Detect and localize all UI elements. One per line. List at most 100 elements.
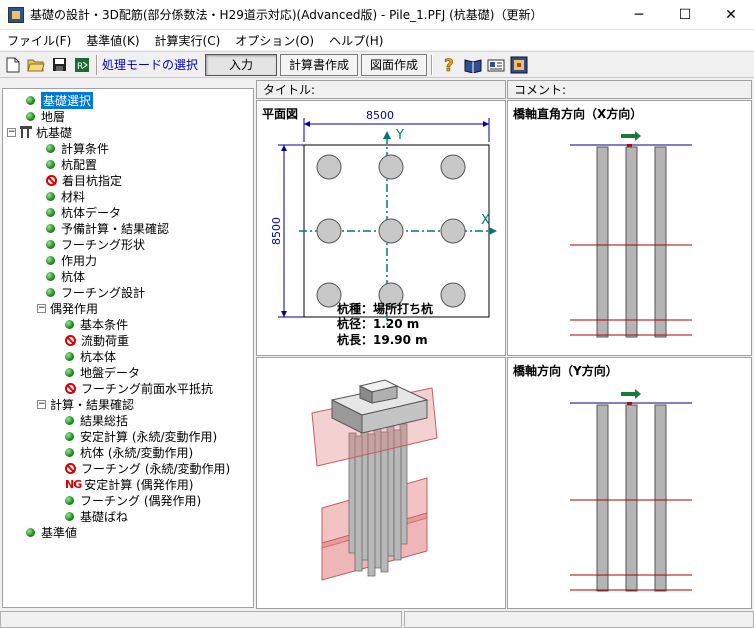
tree-item[interactable]: 杭配置	[46, 156, 97, 172]
tree-item[interactable]: 材料	[46, 188, 85, 204]
tree-item-label: フーチング形状	[61, 237, 146, 252]
pile-foundation-icon	[20, 126, 32, 138]
tree-item[interactable]: 予備計算・結果確認	[46, 220, 169, 236]
tree-item[interactable]: 流動荷重	[65, 332, 129, 348]
status-ok-icon	[26, 111, 35, 121]
load-direction-icon	[621, 131, 641, 141]
minimize-button[interactable]: ─	[634, 7, 644, 23]
status-ok-icon	[65, 447, 74, 457]
pile-circle	[316, 282, 342, 308]
maximize-button[interactable]: ☐	[678, 7, 692, 23]
menu-options[interactable]: オプション(O)	[235, 33, 315, 48]
tree-item[interactable]: 地層	[26, 108, 65, 124]
tree-item-label: 杭本体	[80, 349, 117, 364]
tree-item-label: 偶発作用	[50, 301, 99, 316]
tree-item[interactable]: 安定計算 (永続/変動作用)	[65, 428, 217, 444]
3d-pile	[354, 435, 363, 572]
tree-item[interactable]: フーチング (偶発作用)	[65, 492, 201, 508]
tree-item[interactable]: 杭体	[46, 268, 85, 284]
card-icon[interactable]	[486, 55, 506, 75]
report-mode-button[interactable]: 計算書作成	[280, 53, 359, 76]
tree-panel[interactable]: 基礎選択地層−杭基礎計算条件杭配置着目杭指定材料杭体データ予備計算・結果確認フー…	[2, 88, 254, 608]
tree-item-label: フーチング (偶発作用)	[80, 493, 202, 508]
title-field[interactable]: タイトル:	[256, 80, 506, 99]
status-ok-icon	[65, 495, 74, 505]
tree-item[interactable]: フーチング設計	[46, 284, 145, 300]
x-axis-label: X	[481, 213, 490, 228]
prohibited-icon	[46, 174, 57, 186]
tree-item[interactable]: フーチング (永続/変動作用)	[65, 460, 230, 476]
tree-item[interactable]: 基準値	[26, 524, 77, 540]
tree-item[interactable]: 地盤データ	[65, 364, 140, 380]
footing-front	[361, 399, 428, 434]
comment-field[interactable]: コメント:	[507, 80, 752, 99]
tree-item[interactable]: −偶発作用	[37, 300, 98, 316]
input-mode-button[interactable]: 入力	[205, 53, 278, 76]
elevation-pile	[596, 146, 609, 338]
save-icon[interactable]	[49, 55, 69, 75]
status-ok-icon	[26, 95, 35, 105]
status-ok-icon	[65, 431, 74, 441]
help-icon[interactable]: ?	[440, 55, 460, 75]
x-axis-arrow	[489, 227, 497, 235]
tree-item-label: 安定計算 (永続/変動作用)	[80, 429, 218, 444]
tree-item-label: 基準値	[41, 525, 78, 540]
export-icon[interactable]: R	[72, 55, 92, 75]
menu-help[interactable]: ヘルプ(H)	[329, 33, 384, 48]
tree-item[interactable]: 結果総括	[65, 412, 128, 428]
tree-item[interactable]: 杭体 (永続/変動作用)	[65, 444, 193, 460]
plan-view: 平面図 8500 8500 Y X 杭種：場所打ち杭 杭径：1.20 m 杭長：…	[256, 100, 506, 356]
pile-circle	[378, 218, 404, 244]
book-icon[interactable]	[463, 55, 483, 75]
tree-item[interactable]: 着目杭指定	[46, 172, 122, 188]
tree-item-label: 作用力	[61, 253, 98, 268]
pile-circle	[378, 282, 404, 308]
new-file-icon[interactable]	[3, 55, 23, 75]
tree-item-label: フーチング前面水平抵抗	[81, 381, 214, 396]
tree-item-label: 材料	[61, 189, 86, 204]
tree-item-label: 予備計算・結果確認	[61, 221, 170, 236]
column-front	[371, 385, 398, 404]
open-folder-icon[interactable]	[26, 55, 46, 75]
ng-icon: NG	[65, 477, 82, 491]
tree-item-label: 流動荷重	[81, 333, 130, 348]
menu-calc[interactable]: 計算実行(C)	[154, 33, 221, 48]
status-ok-icon	[46, 191, 55, 201]
tree-item-label: 地層	[41, 109, 66, 124]
tree-item[interactable]: 基礎選択	[26, 91, 94, 109]
width-dimension-text: 8500	[366, 109, 394, 122]
y-direction-view: 橋軸方向（Y方向）	[507, 357, 752, 609]
toolbar-separator	[431, 54, 434, 75]
tree-item[interactable]: 杭体データ	[46, 204, 121, 220]
tree-item-label: 基本条件	[80, 317, 129, 332]
tree-item[interactable]: フーチング前面水平抵抗	[65, 380, 213, 396]
pile-circle	[440, 282, 466, 308]
tree-item[interactable]: 杭本体	[65, 348, 116, 364]
tree-item[interactable]: フーチング形状	[46, 236, 145, 252]
tree-item[interactable]: −計算・結果確認	[37, 396, 134, 412]
app-icon[interactable]	[509, 55, 529, 75]
pile-circle	[378, 154, 404, 180]
tree-item-label: 杭体データ	[61, 205, 122, 220]
close-button[interactable]: ✕	[725, 7, 737, 23]
title-bar: 基礎の設計・3D配筋(部分係数法・H29道示対応)(Advanced版) - P…	[0, 0, 754, 30]
tree-item-label: 杭体 (永続/変動作用)	[80, 445, 194, 460]
3d-view[interactable]	[256, 357, 506, 609]
tree-expander[interactable]: −	[37, 398, 46, 409]
3d-drawing[interactable]	[257, 358, 505, 608]
tree-item-label: 結果総括	[80, 413, 129, 428]
menu-standards[interactable]: 基準値(K)	[86, 33, 140, 48]
drawing-mode-button[interactable]: 図面作成	[361, 53, 428, 76]
tree-item[interactable]: 作用力	[46, 252, 97, 268]
status-bar-right	[404, 611, 754, 628]
tree-item[interactable]: 計算条件	[46, 140, 109, 156]
tree-expander[interactable]: −	[7, 126, 16, 137]
tree-item[interactable]: −杭基礎	[7, 124, 72, 140]
menu-file[interactable]: ファイル(F)	[7, 33, 72, 48]
tree-expander[interactable]: −	[37, 302, 46, 313]
svg-text:R: R	[77, 62, 83, 72]
tree-item[interactable]: 基礎ばね	[65, 508, 128, 524]
app-icon[interactable]	[8, 6, 24, 23]
tree-item[interactable]: 基本条件	[65, 316, 128, 332]
